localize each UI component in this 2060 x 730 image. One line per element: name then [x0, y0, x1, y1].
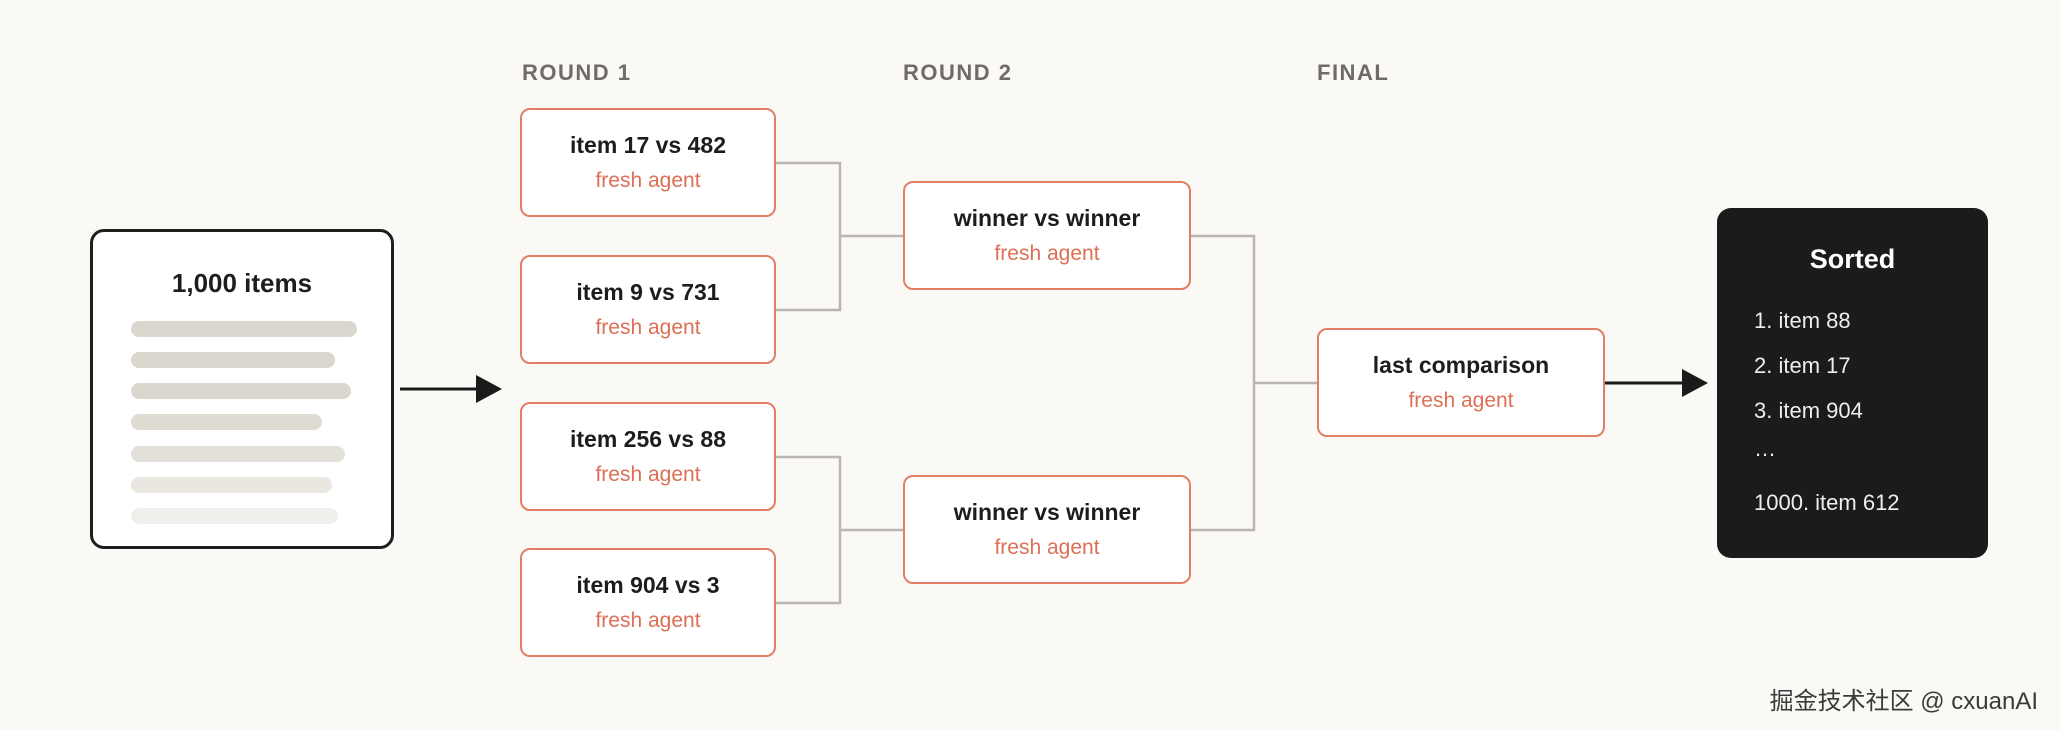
- sorted-list-item: 1000. item 612: [1754, 490, 1900, 515]
- output-title: Sorted: [1809, 244, 1896, 274]
- connector-r1-top: [776, 161, 903, 312]
- match-agent-label: fresh agent: [595, 316, 701, 339]
- match-node-round2-1: winner vs winner fresh agent: [903, 181, 1191, 290]
- match-title: item 904 vs 3: [576, 572, 720, 598]
- match-title: winner vs winner: [953, 205, 1141, 231]
- list-placeholder-bar: [131, 321, 357, 337]
- match-title: item 256 vs 88: [569, 426, 726, 452]
- list-placeholder-bar: [131, 446, 345, 462]
- match-agent-label: fresh agent: [595, 463, 701, 486]
- column-label-round-1: ROUND 1: [522, 60, 632, 85]
- match-node-round1-1: item 17 vs 482 fresh agent: [520, 108, 776, 217]
- sorted-list-ellipsis: …: [1754, 436, 1776, 461]
- arrow-final-to-output: [1605, 369, 1708, 397]
- match-title: last comparison: [1372, 352, 1550, 378]
- watermark: 掘金技术社区 @ cxuanAI: [1769, 688, 2038, 715]
- match-agent-label: fresh agent: [595, 609, 701, 632]
- match-title: item 9 vs 731: [576, 279, 720, 305]
- match-title: item 17 vs 482: [569, 132, 726, 158]
- input-title: 1,000 items: [171, 268, 313, 298]
- match-node-round1-3: item 256 vs 88 fresh agent: [520, 402, 776, 511]
- list-placeholder-bar: [131, 352, 335, 368]
- column-label-final: FINAL: [1317, 60, 1390, 85]
- match-node-round1-2: item 9 vs 731 fresh agent: [520, 255, 776, 364]
- connector-r1-bottom: [776, 455, 903, 605]
- sorted-output-card: Sorted 1. item 88 2. item 17 3. item 904…: [1717, 208, 1988, 558]
- sorted-list-item: 3. item 904: [1754, 398, 1863, 423]
- list-placeholder-bar: [131, 477, 332, 493]
- list-placeholder-bar: [131, 508, 338, 524]
- match-agent-label: fresh agent: [994, 242, 1100, 265]
- connector-r2: [1190, 234, 1317, 532]
- arrow-input-to-bracket: [400, 375, 502, 403]
- match-agent-label: fresh agent: [595, 169, 701, 192]
- sorted-list-item: 2. item 17: [1754, 353, 1851, 378]
- list-placeholder-bar: [131, 383, 351, 399]
- column-label-round-2: ROUND 2: [903, 60, 1013, 85]
- match-node-round1-4: item 904 vs 3 fresh agent: [520, 548, 776, 657]
- input-items-card: 1,000 items: [90, 229, 394, 549]
- match-agent-label: fresh agent: [994, 536, 1100, 559]
- list-placeholder-bar: [131, 414, 322, 430]
- match-title: winner vs winner: [953, 499, 1141, 525]
- sorted-list-item: 1. item 88: [1754, 308, 1851, 333]
- match-node-round2-2: winner vs winner fresh agent: [903, 475, 1191, 584]
- match-agent-label: fresh agent: [1408, 389, 1514, 412]
- match-node-final: last comparison fresh agent: [1317, 328, 1605, 437]
